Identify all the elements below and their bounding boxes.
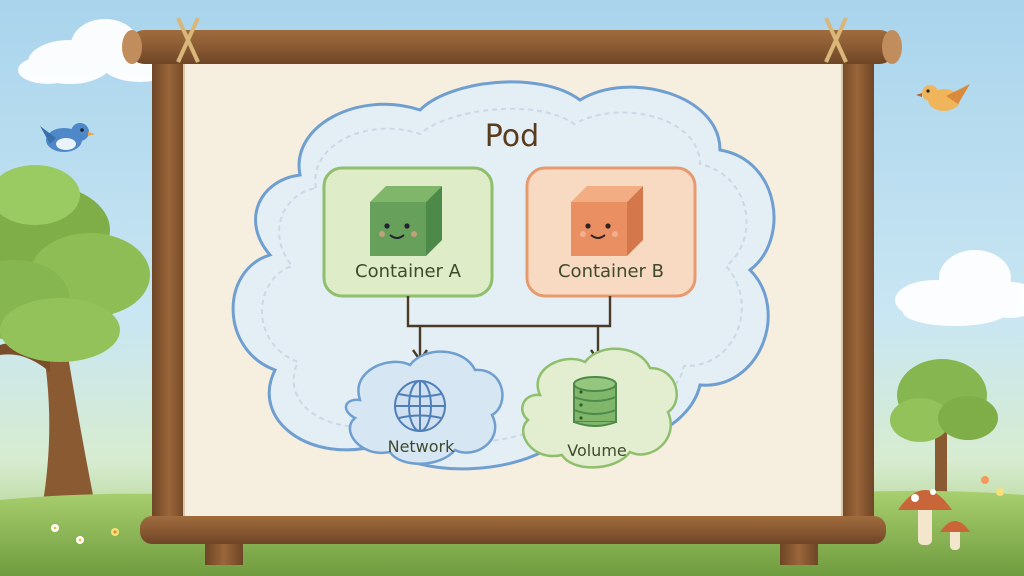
- mushroom-icon: [898, 489, 970, 550]
- flowers: [51, 476, 1004, 544]
- database-icon: [573, 376, 617, 427]
- container-b: Container B: [525, 166, 697, 298]
- blue-bird-icon: [40, 123, 95, 152]
- globe-icon: [394, 380, 446, 432]
- container-a: Container A: [322, 166, 494, 298]
- volume-cloud: Volume: [521, 347, 678, 469]
- orange-bird-icon: [916, 84, 970, 111]
- volume-label: Volume: [567, 441, 627, 460]
- right-tree: [890, 359, 998, 500]
- cube-icon: [571, 186, 643, 256]
- cube-icon: [370, 186, 442, 256]
- network-cloud: Network: [344, 350, 504, 465]
- pod-title: Pod: [485, 119, 539, 154]
- left-tree: [0, 165, 150, 520]
- container-b-label: Container B: [558, 261, 664, 282]
- sky-cloud-right: [895, 250, 1024, 326]
- container-a-label: Container A: [355, 261, 462, 282]
- network-label: Network: [388, 437, 456, 456]
